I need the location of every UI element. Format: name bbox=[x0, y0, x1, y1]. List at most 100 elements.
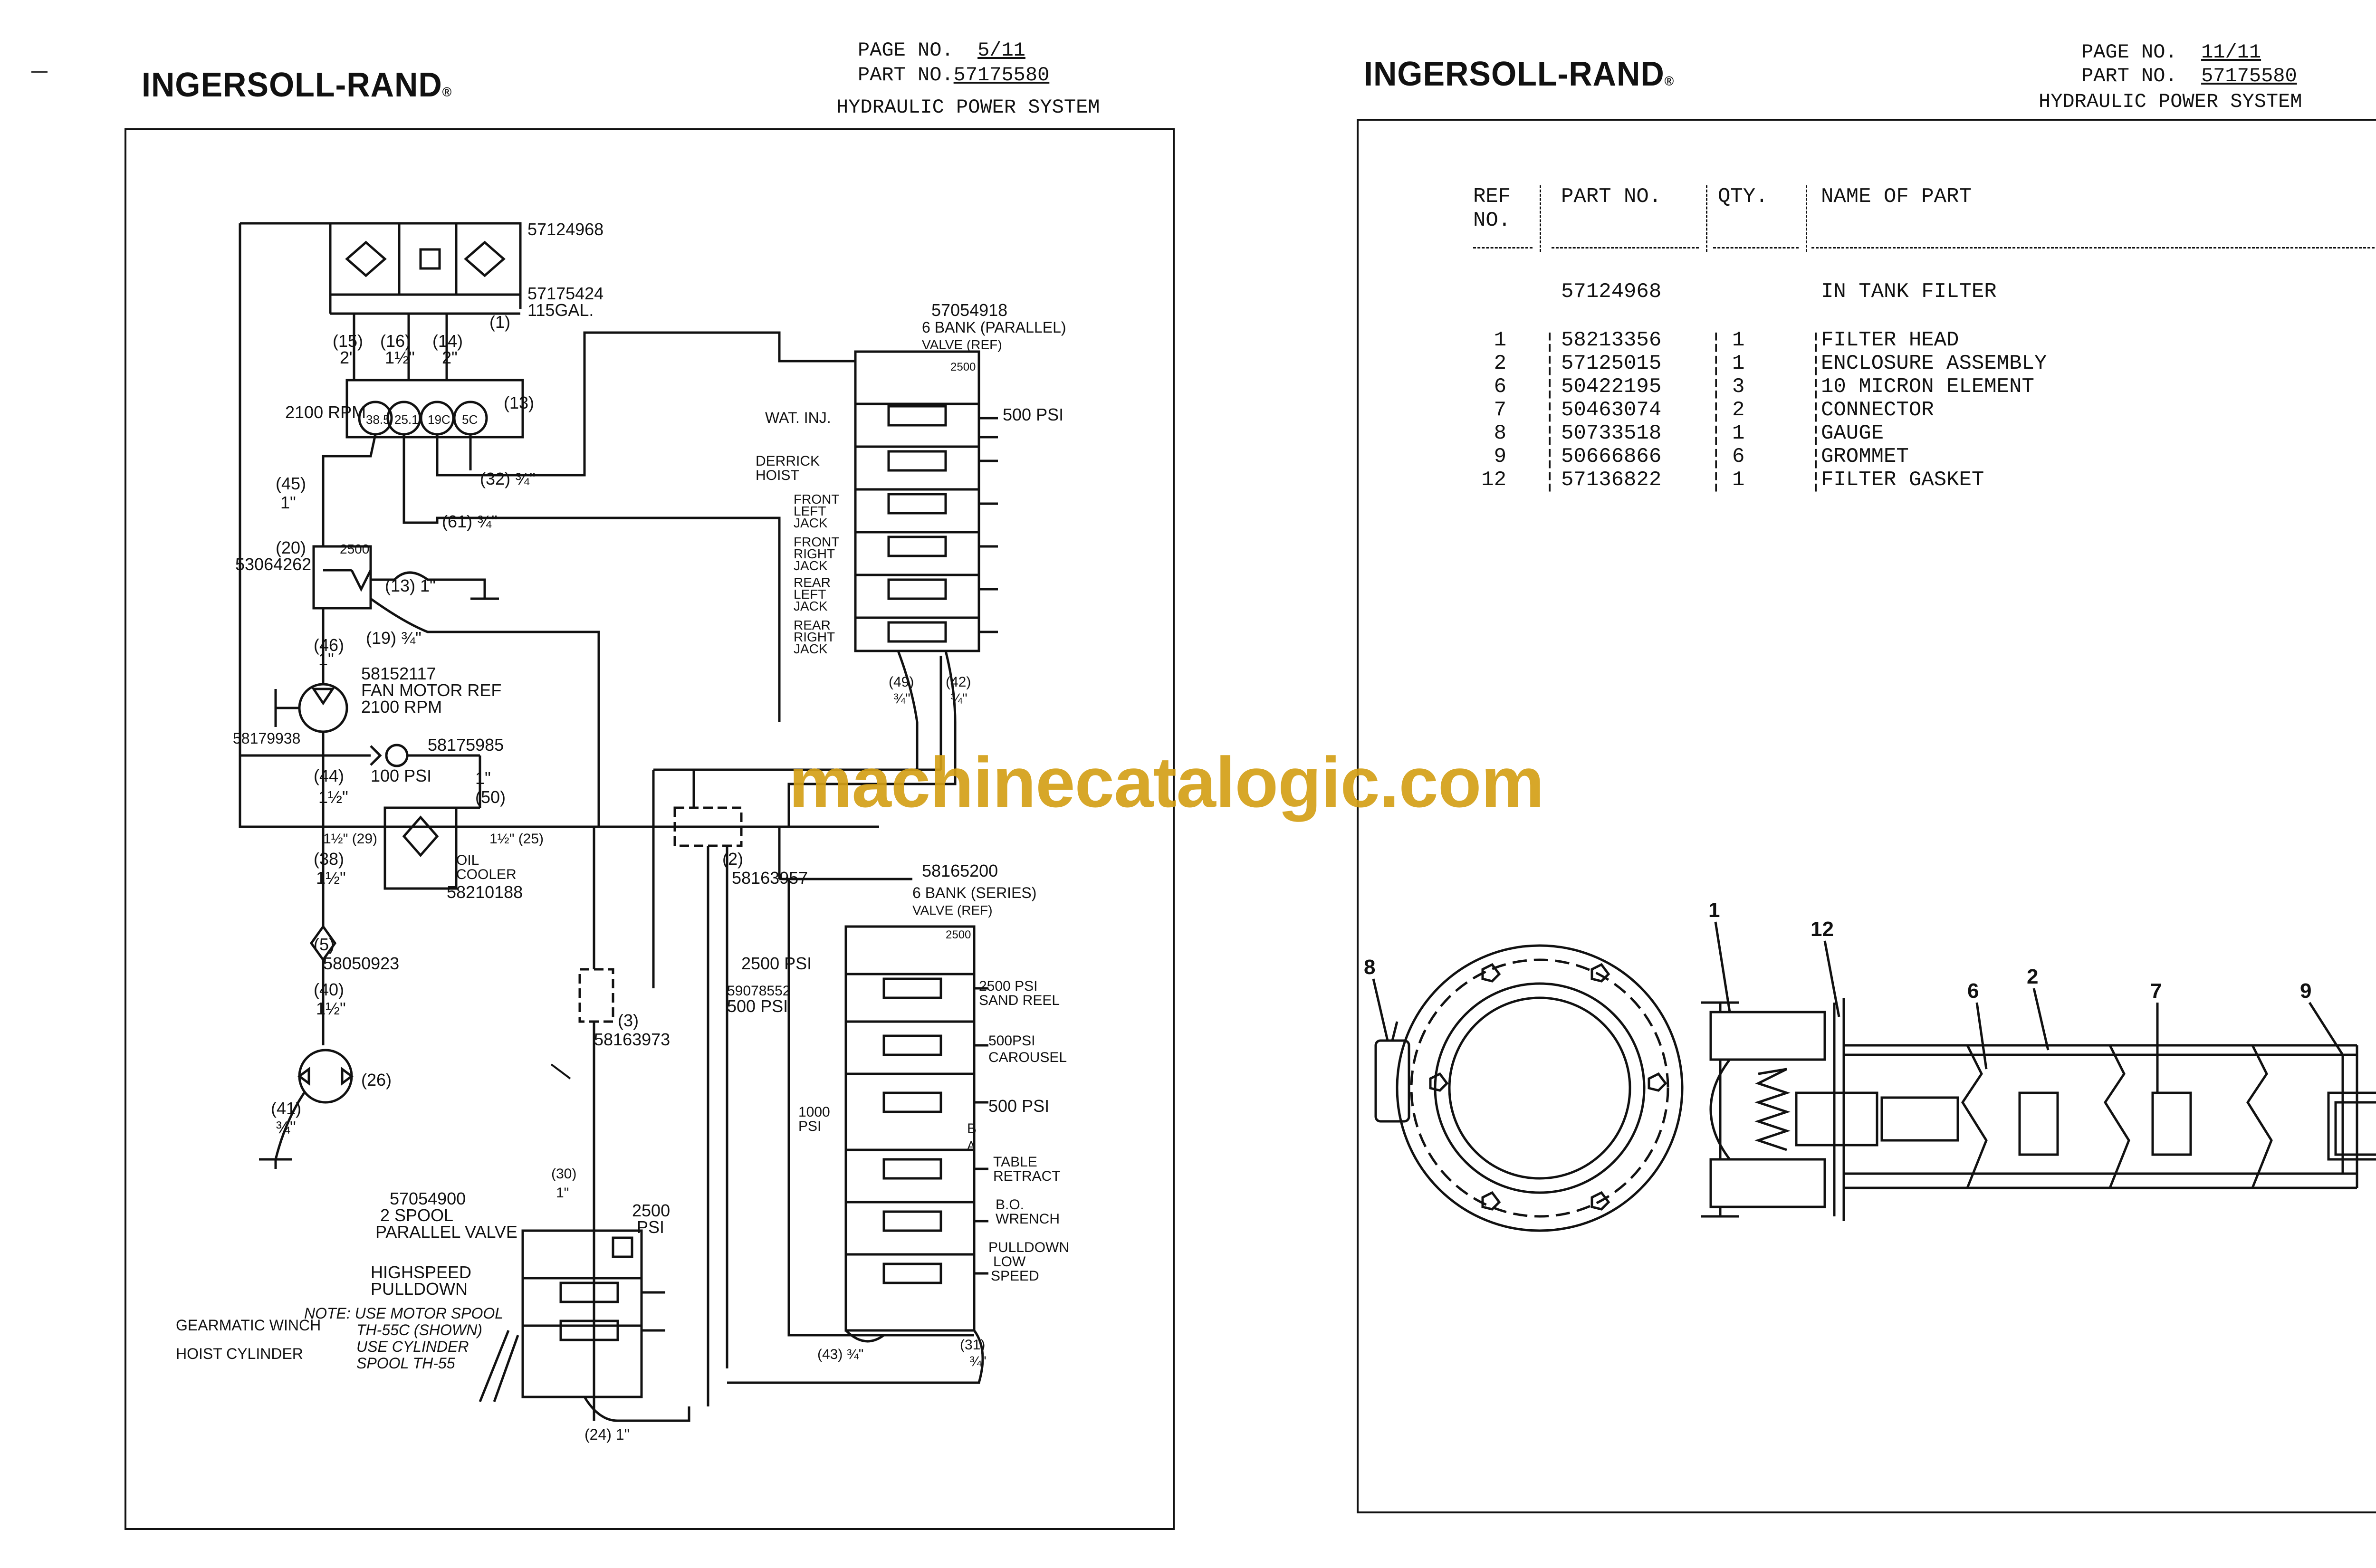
rr-b: RIGHT bbox=[794, 630, 835, 644]
line-31-size: ¾" bbox=[969, 1354, 987, 1369]
right-logo-text: INGERSOLL-RAND bbox=[1364, 55, 1665, 93]
line-2: (2) bbox=[722, 849, 743, 869]
row-separator: ¦ bbox=[1543, 354, 1556, 377]
tank-pn: 57175424 bbox=[527, 284, 604, 303]
line-31: (31) bbox=[960, 1337, 985, 1353]
fan-rpm: 2100 RPM bbox=[361, 697, 442, 717]
bo-b: WRENCH bbox=[996, 1211, 1060, 1227]
valve-bank-3-pn: 57054900 bbox=[390, 1189, 466, 1208]
fl-b: LEFT bbox=[794, 504, 826, 518]
tee2-pn: 58163973 bbox=[594, 1030, 670, 1049]
fr-a: FRONT bbox=[794, 535, 839, 549]
note-b: TH-55C (SHOWN) bbox=[356, 1321, 482, 1339]
rule-name bbox=[1811, 247, 2375, 249]
row-part: 58213356 bbox=[1561, 328, 1662, 352]
assembly-name: IN TANK FILTER bbox=[1821, 280, 1997, 304]
row-name: FILTER GASKET bbox=[1821, 468, 1984, 492]
row-name: GROMMET bbox=[1821, 445, 1909, 468]
row-ref: 6 bbox=[1494, 375, 1506, 399]
pump-sec-2: 25.1 bbox=[394, 412, 419, 427]
table-psi: 500 PSI bbox=[988, 1096, 1049, 1116]
valve-bank-1-a: 6 BANK (PARALLEL) bbox=[922, 319, 1066, 336]
row-separator: ¦ bbox=[1710, 330, 1723, 354]
rule-part bbox=[1552, 247, 1699, 249]
carousel-psi: 500PSI bbox=[988, 1033, 1035, 1049]
line-13: (13) 1" bbox=[385, 576, 436, 595]
right-logo: INGERSOLL-RAND® bbox=[1364, 55, 1675, 93]
check-valve bbox=[385, 744, 409, 767]
strainer-pn: 58050923 bbox=[323, 954, 399, 973]
in-tank-filter-block bbox=[329, 222, 522, 296]
row-name: CONNECTOR bbox=[1821, 398, 1934, 422]
line-41: (41) bbox=[271, 1099, 301, 1118]
right-part-line: PART NO. 57175580 bbox=[2081, 64, 2297, 88]
line-40: (40) bbox=[314, 980, 344, 999]
valve-bank-2-b: VALVE (REF) bbox=[912, 903, 993, 918]
line-43: (43) ¾" bbox=[817, 1347, 863, 1362]
sep-1 bbox=[1540, 185, 1541, 252]
valve-bank-3-b: PARALLEL VALVE bbox=[375, 1222, 517, 1242]
fl-c: JACK bbox=[794, 516, 828, 530]
line-42: (42) bbox=[946, 674, 971, 690]
row-separator: ¦ bbox=[1810, 423, 1822, 447]
row-separator: ¦ bbox=[1810, 377, 1822, 401]
left-header: PAGE NO. 5/11 bbox=[858, 38, 1025, 63]
left-page-value: 5/11 bbox=[977, 39, 1025, 62]
col-header-part: PART NO. bbox=[1561, 185, 1662, 209]
line-40-size: 1½" bbox=[316, 999, 346, 1018]
left-logo: INGERSOLL-RAND® bbox=[142, 66, 452, 104]
left-diagram-frame bbox=[125, 128, 1175, 1530]
line-14-size: 2" bbox=[442, 348, 458, 367]
row-ref: 8 bbox=[1494, 421, 1506, 445]
note-d: SPOOL TH-55 bbox=[356, 1355, 455, 1372]
fr-b: RIGHT bbox=[794, 546, 835, 561]
callout-7: 7 bbox=[2150, 979, 2162, 1003]
row-separator: ¦ bbox=[1710, 470, 1723, 494]
relief-1000-unit: PSI bbox=[798, 1119, 821, 1134]
hoist-cyl: HOIST CYLINDER bbox=[176, 1345, 303, 1362]
left-page-label: PAGE NO. bbox=[858, 39, 954, 62]
valve-bank-2-a: 6 BANK (SERIES) bbox=[912, 884, 1036, 901]
valve-bank-1-b: VALVE (REF) bbox=[922, 337, 1002, 352]
cooler-b: COOLER bbox=[456, 867, 517, 882]
line-42-size: ¾" bbox=[950, 691, 968, 707]
row-qty: 1 bbox=[1732, 468, 1745, 492]
relief-pn: 53064262 bbox=[235, 555, 311, 574]
v2-psi-a: 2500 PSI bbox=[741, 954, 812, 973]
row-separator: ¦ bbox=[1710, 354, 1723, 377]
pump-ref: (13) bbox=[504, 393, 534, 412]
row-separator: ¦ bbox=[1543, 330, 1556, 354]
line-46: (46) bbox=[314, 635, 344, 655]
row-part: 57125015 bbox=[1561, 352, 1662, 375]
sep-2 bbox=[1706, 185, 1707, 252]
fan-sub: 58179938 bbox=[233, 730, 300, 747]
col-header-qty: QTY. bbox=[1718, 185, 1768, 209]
row-separator: ¦ bbox=[1543, 423, 1556, 447]
note-c: USE CYLINDER bbox=[356, 1338, 469, 1355]
tank-cap: 115GAL. bbox=[527, 300, 594, 320]
callout-12: 12 bbox=[1811, 918, 1834, 941]
line-50-size: 1" bbox=[475, 768, 491, 788]
v2-psi-b: 500 PSI bbox=[727, 996, 788, 1016]
line-38: (38) bbox=[314, 849, 344, 869]
row-ref: 1 bbox=[1494, 328, 1506, 352]
wat-psi: 500 PSI bbox=[1003, 405, 1063, 424]
row-part: 50463074 bbox=[1561, 398, 1662, 422]
line-15: (15) bbox=[333, 331, 363, 351]
callout-1: 1 bbox=[1708, 899, 1720, 922]
rl-a: REAR bbox=[794, 575, 831, 590]
row-name: GAUGE bbox=[1821, 421, 1884, 445]
port-a: A bbox=[967, 1138, 976, 1153]
table-a: TABLE bbox=[993, 1154, 1037, 1170]
right-header: PAGE NO. 11/11 bbox=[2081, 40, 2261, 65]
oil-cooler bbox=[383, 806, 458, 890]
row-qty: 1 bbox=[1732, 328, 1745, 352]
scan-mark bbox=[31, 71, 48, 73]
valve-bank-3 bbox=[521, 1229, 643, 1398]
row-qty: 1 bbox=[1732, 352, 1745, 375]
row-separator: ¦ bbox=[1810, 354, 1822, 377]
bo-a: B.O. bbox=[996, 1197, 1024, 1213]
watermark: machinecatalogic.com bbox=[789, 742, 1544, 822]
valve-bank-2 bbox=[844, 925, 976, 1332]
right-part-label: PART NO. bbox=[2081, 65, 2177, 87]
